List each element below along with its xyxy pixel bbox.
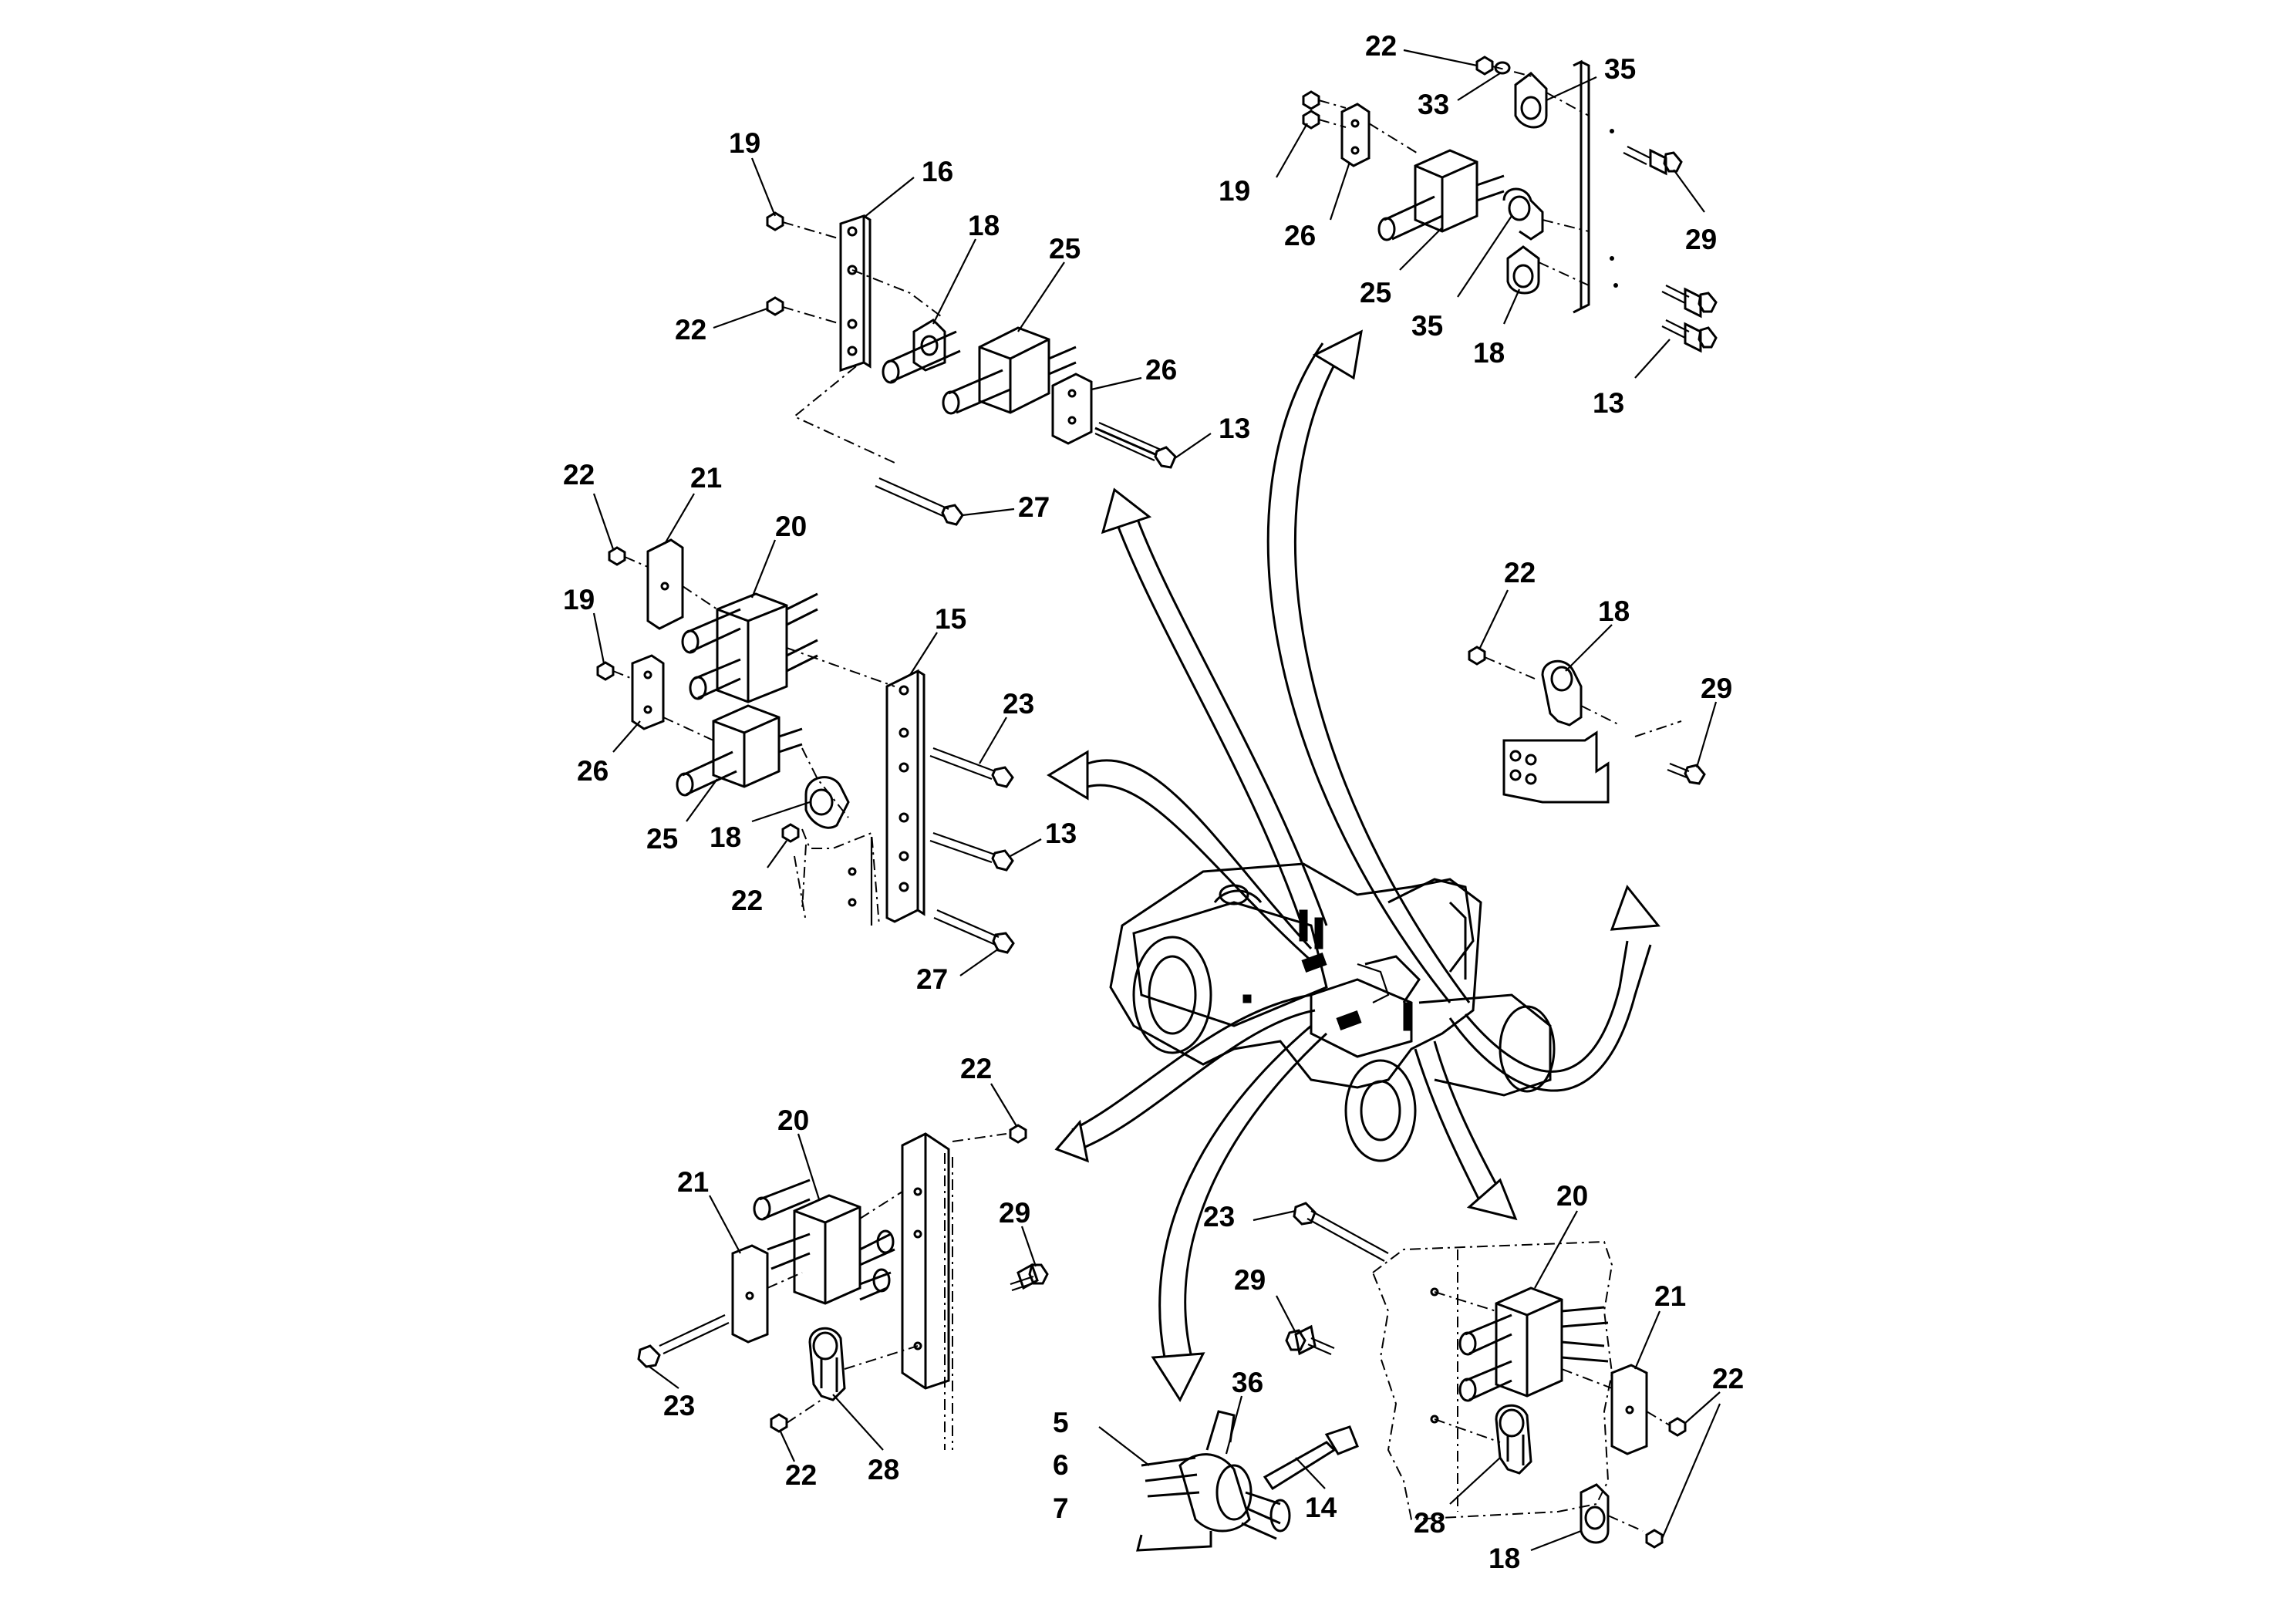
part-label: 25 xyxy=(1049,233,1081,265)
part-label: 21 xyxy=(690,462,722,494)
part-label: 13 xyxy=(1045,818,1077,849)
part-label: 23 xyxy=(1203,1201,1235,1233)
callout-arrows xyxy=(1047,329,1660,1403)
part-label: 25 xyxy=(1360,277,1391,309)
part-label: 18 xyxy=(710,821,741,853)
assembly-mid-left xyxy=(596,538,1015,954)
part-label: 18 xyxy=(1598,595,1630,627)
part-label: 21 xyxy=(1654,1280,1686,1312)
part-label: 36 xyxy=(1232,1367,1263,1398)
part-label: 21 xyxy=(677,1166,709,1198)
part-label: 35 xyxy=(1604,53,1636,85)
label-group-top-right: 22 33 35 19 26 29 25 35 18 13 xyxy=(1219,30,1717,419)
machine-outline xyxy=(1109,862,1556,1162)
part-label: 23 xyxy=(1003,688,1034,720)
part-label: 26 xyxy=(577,755,609,787)
part-label: 23 xyxy=(663,1390,695,1421)
part-label: 29 xyxy=(1234,1264,1266,1296)
part-label: 22 xyxy=(785,1459,817,1491)
part-label: 20 xyxy=(775,511,807,542)
part-label: 18 xyxy=(968,210,1000,241)
part-label: 19 xyxy=(563,584,595,615)
assembly-top-center xyxy=(766,211,1177,526)
label-group-bottom-right: 23 20 29 21 22 28 18 xyxy=(1203,1180,1744,1574)
part-label: 29 xyxy=(1701,673,1732,704)
label-group-mid-right: 22 18 29 xyxy=(1478,557,1732,768)
part-label: 25 xyxy=(646,823,678,855)
part-label: 22 xyxy=(731,885,763,916)
assembly-mid-right xyxy=(1468,646,1706,804)
part-label: 20 xyxy=(777,1104,809,1136)
part-label: 22 xyxy=(675,314,706,346)
part-label: 13 xyxy=(1219,413,1250,444)
part-label: 7 xyxy=(1053,1492,1069,1524)
assembly-top-right xyxy=(1302,56,1718,353)
assembly-bottom-left xyxy=(637,1124,1049,1450)
part-label: 13 xyxy=(1593,387,1624,419)
part-label: 20 xyxy=(1556,1180,1588,1212)
part-label: 26 xyxy=(1284,220,1316,251)
part-label: 28 xyxy=(1414,1507,1445,1539)
part-label: 6 xyxy=(1053,1449,1069,1481)
part-label: 29 xyxy=(999,1197,1030,1229)
part-label: 22 xyxy=(1712,1363,1744,1394)
part-label: 33 xyxy=(1418,89,1449,120)
part-label: 27 xyxy=(1018,491,1050,523)
part-label: 5 xyxy=(1053,1407,1069,1438)
part-label: 19 xyxy=(729,127,760,159)
part-label: 22 xyxy=(1504,557,1536,588)
part-label: 16 xyxy=(922,156,953,187)
part-label: 35 xyxy=(1411,310,1443,342)
part-label: 14 xyxy=(1305,1492,1337,1523)
part-label: 18 xyxy=(1489,1543,1520,1574)
part-label: 22 xyxy=(1365,30,1397,62)
part-label: 22 xyxy=(960,1053,992,1084)
part-label: 22 xyxy=(563,459,595,491)
part-label: 18 xyxy=(1473,337,1505,369)
part-label: 27 xyxy=(916,963,948,995)
part-label: 15 xyxy=(935,603,966,635)
label-group-bottom-left: 22 20 21 29 23 22 28 xyxy=(649,1053,1037,1491)
label-group-bottom-center: 5 6 7 36 14 xyxy=(1053,1367,1337,1524)
part-label: 28 xyxy=(868,1454,899,1485)
part-label: 29 xyxy=(1685,224,1717,255)
label-group-mid-left: 22 21 20 19 15 23 26 13 25 18 22 27 xyxy=(563,459,1077,995)
part-label: 19 xyxy=(1219,175,1250,207)
assembly-bottom-right xyxy=(1285,1202,1687,1549)
part-label: 26 xyxy=(1145,354,1177,386)
label-group-top-center: 19 16 18 25 22 26 13 27 xyxy=(675,127,1250,523)
assembly-bottom-center xyxy=(1136,1410,1359,1552)
